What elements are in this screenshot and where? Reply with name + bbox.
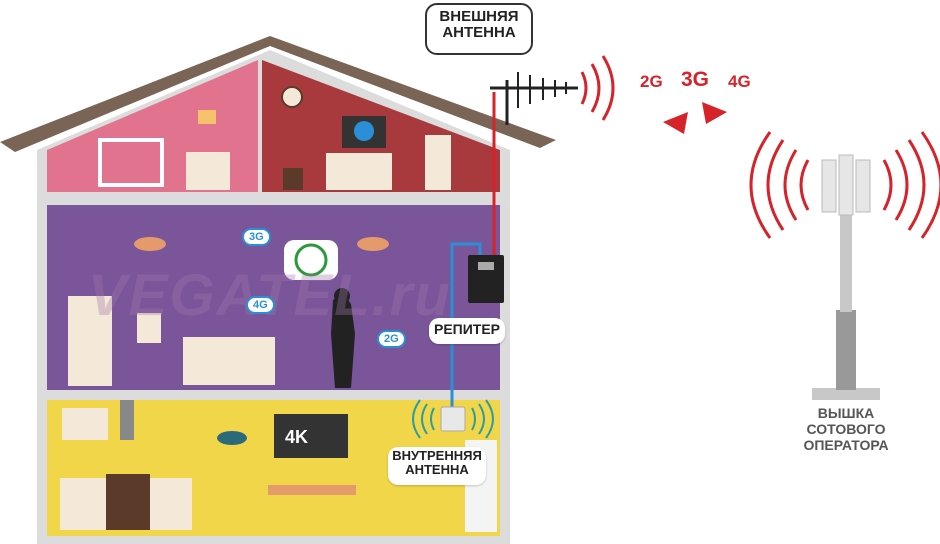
label-line: ВНЕШНЯЯ	[439, 8, 519, 25]
person-head	[334, 288, 350, 304]
cloud-3g-badge: 3G	[242, 228, 271, 246]
tower-panel	[855, 159, 871, 213]
outdoor-antenna-label: ВНЕШНЯЯ АНТЕННА	[425, 3, 533, 55]
dining-table	[268, 485, 356, 495]
label-line: АНТЕННА	[405, 461, 469, 477]
dresser	[186, 152, 230, 190]
repeater-label: РЕПИТЕР	[429, 318, 505, 344]
tower-panel	[821, 159, 837, 213]
oven	[106, 474, 150, 530]
globe-icon	[354, 121, 374, 141]
tower-signal-waves	[749, 131, 940, 239]
tower-pole-lower	[836, 310, 856, 390]
outdoor-antenna-signal-waves	[580, 55, 615, 121]
ceiling-lamp	[357, 237, 389, 251]
label-line: ОПЕРАТОРА	[803, 437, 889, 454]
repeater-display	[478, 262, 494, 270]
tower-label: ВЫШКА СОТОВОГО ОПЕРАТОРА	[786, 405, 906, 453]
pendant-lamp	[217, 431, 247, 445]
mirror	[137, 313, 161, 343]
chair	[425, 135, 451, 190]
arrow-left-icon	[663, 112, 688, 134]
cloud-2g-badge: 2G	[377, 330, 406, 348]
indoor-antenna-label: ВНУТРЕННЯЯ АНТЕННА	[388, 447, 486, 485]
ceiling-lamp	[134, 237, 166, 251]
crib	[98, 138, 164, 187]
label-line: АНТЕННА	[442, 23, 516, 41]
repeater-device	[468, 255, 504, 303]
signal-bars-icon	[294, 243, 328, 277]
network-4g: 4G	[728, 72, 751, 91]
indoor-antenna-signal-waves	[412, 399, 494, 439]
network-3g: 3G	[681, 68, 710, 91]
tv-4k-label: 4K	[285, 427, 309, 447]
indoor-antenna-device	[440, 406, 466, 432]
kitchen-cabinet	[62, 408, 108, 440]
range-hood	[120, 400, 134, 440]
network-2g: 2G	[640, 72, 663, 91]
label-line: ВЫШКА	[817, 405, 875, 421]
antenna-elements	[517, 72, 567, 108]
watermark: VEGATEL.ru	[88, 263, 452, 328]
clock-icon	[281, 86, 303, 108]
cloud-4g-badge: 4G	[246, 296, 275, 314]
tower-base	[812, 388, 880, 400]
label-line: СОТОВОГО	[806, 421, 886, 438]
tv	[274, 414, 348, 458]
wardrobe	[68, 296, 112, 386]
tower-pole-upper	[840, 200, 852, 312]
bed	[183, 337, 275, 385]
plant	[283, 168, 303, 190]
label-line: ВНУТРЕННЯЯ	[392, 448, 482, 463]
tower-panel	[838, 154, 854, 216]
desk	[326, 153, 392, 190]
signal-bubble	[284, 240, 338, 280]
lamp	[198, 110, 216, 124]
arrow-right-icon	[702, 102, 727, 124]
person-on-phone	[331, 296, 355, 388]
